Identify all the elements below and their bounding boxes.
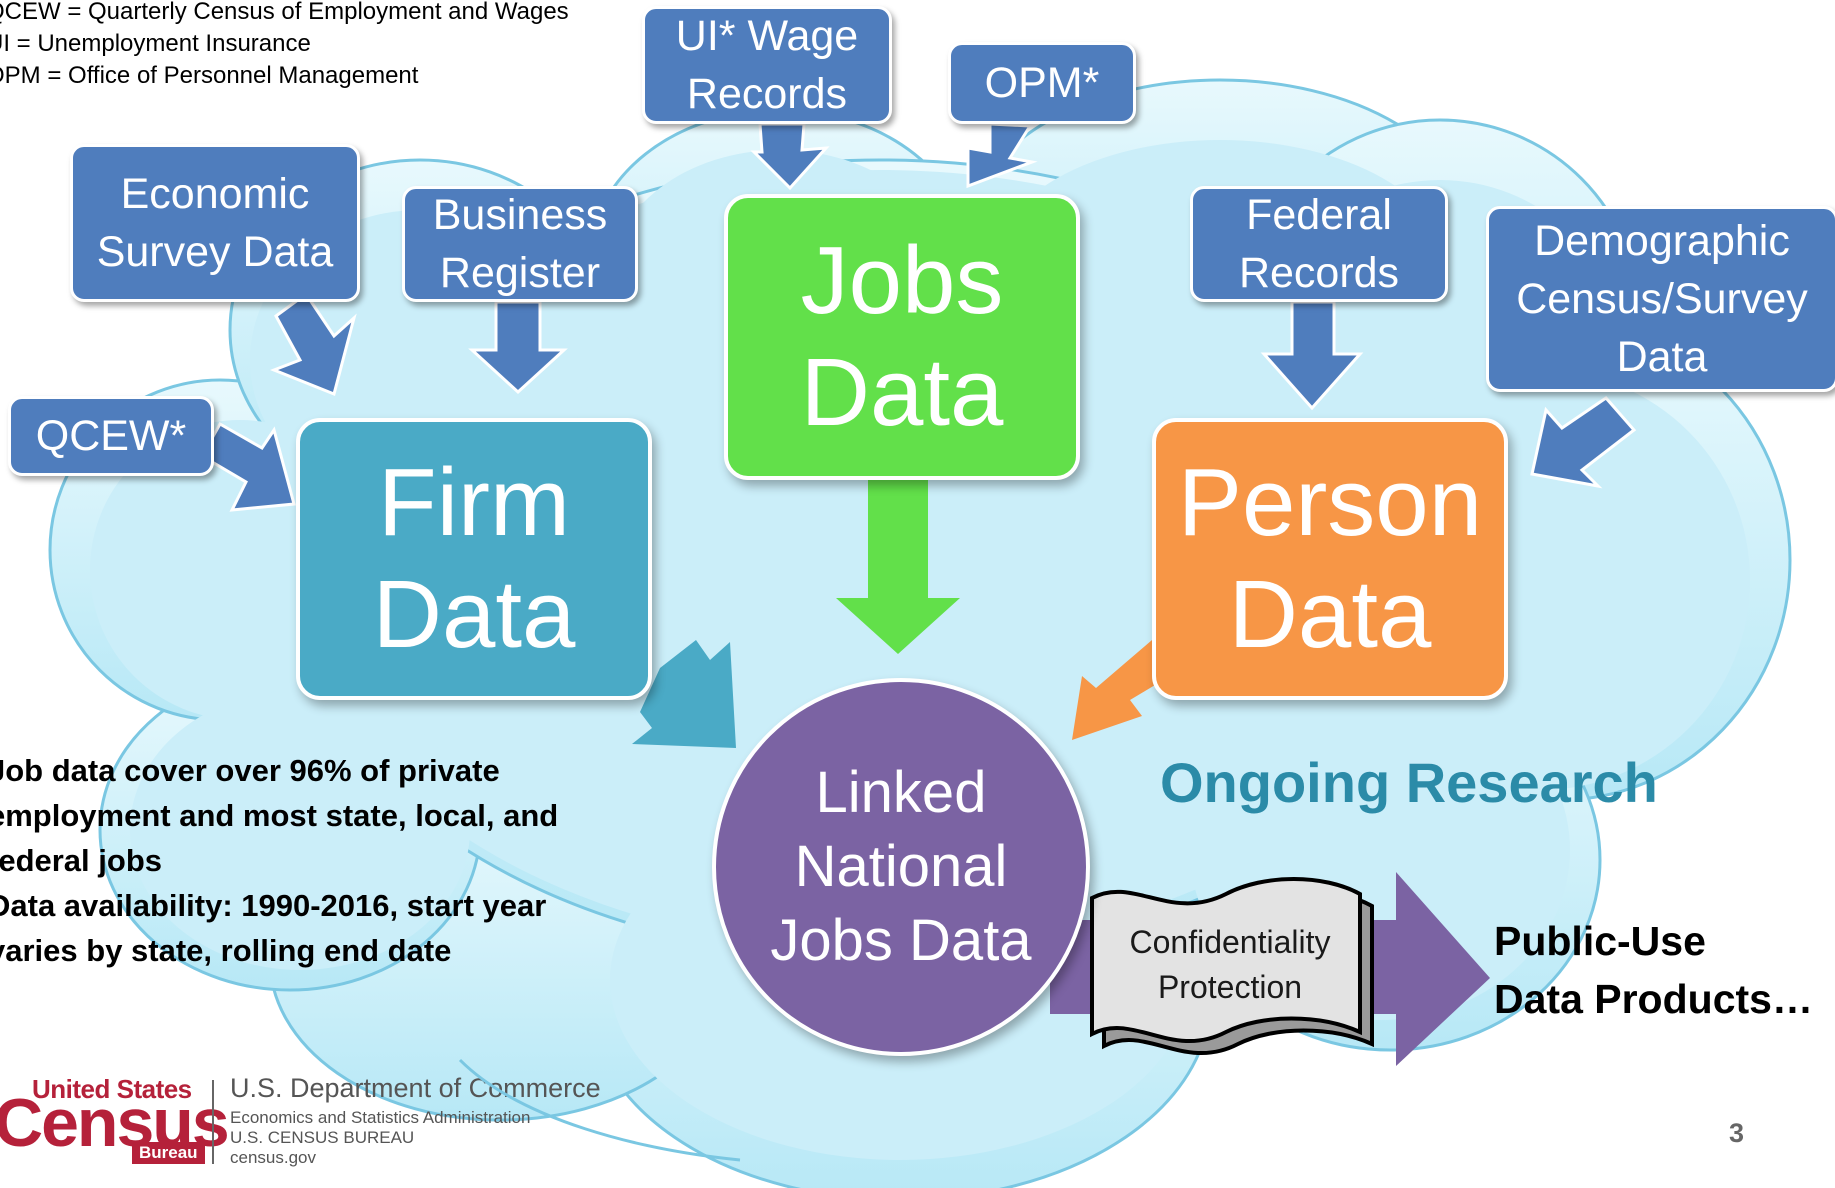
- logo-divider: [212, 1080, 214, 1164]
- arrow-economic-to-firm: [269, 291, 357, 397]
- note-line: federal jobs: [0, 843, 162, 878]
- arrow-opm-to-jobs: [966, 122, 1038, 189]
- department-name: U.S. Department of Commerce: [230, 1073, 601, 1103]
- source-federal-records: Federal Records: [1190, 186, 1448, 302]
- arrow-business-to-firm: [468, 300, 568, 395]
- coverage-notes: Job data cover over 96% of private emplo…: [0, 748, 558, 973]
- ongoing-research-label: Ongoing Research: [1160, 751, 1658, 814]
- census-logo-sub: Bureau: [132, 1142, 205, 1164]
- bureau-name: U.S. CENSUS BUREAU: [230, 1128, 415, 1147]
- arrow-firm-to-linked: [632, 640, 736, 748]
- note-line: Job data cover over 96% of private: [0, 753, 500, 788]
- source-ui-wage-records: UI* Wage Records: [642, 6, 892, 124]
- note-line: varies by state, rolling end date: [0, 933, 452, 968]
- arrow-person-to-linked: [1072, 640, 1170, 740]
- source-business-register: Business Register: [402, 186, 638, 302]
- source-demographic-census-survey-data: Demographic Census/Survey Data: [1486, 206, 1835, 392]
- arrow-jobs-to-linked: [836, 480, 960, 654]
- confidentiality-protection-label: Confidentiality Protection: [1129, 924, 1331, 1005]
- arrow-federal-to-person: [1260, 300, 1364, 411]
- source-economic-survey-data: Economic Survey Data: [70, 144, 360, 302]
- page-number: 3: [1729, 1118, 1745, 1148]
- note-line: Data availability: 1990-2016, start year: [0, 888, 547, 923]
- legend-ui: UI = Unemployment Insurance: [0, 30, 311, 57]
- legend-qcew: QCEW = Quarterly Census of Employment an…: [0, 0, 569, 25]
- administration-name: Economics and Statistics Administration: [230, 1108, 531, 1127]
- firm-data-box: Firm Data: [296, 418, 652, 700]
- arrow-demographic-to-person: [1530, 396, 1637, 489]
- census-logo-top: United States: [32, 1074, 192, 1104]
- source-qcew: QCEW*: [8, 396, 214, 476]
- arrow-qcew-to-firm: [199, 421, 296, 512]
- scroll-banner-icon: [1090, 877, 1374, 1055]
- person-data-box: Person Data: [1152, 418, 1508, 700]
- public-use-data-products: Public-Use Data Products…: [1494, 918, 1813, 1022]
- jobs-data-box: Jobs Data: [724, 194, 1080, 480]
- note-line: employment and most state, local, and: [0, 798, 559, 833]
- source-opm: OPM*: [948, 42, 1136, 124]
- linked-national-jobs-data: Linked National Jobs Data: [712, 678, 1090, 1056]
- census-site: census.gov: [230, 1148, 316, 1167]
- arrow-ui-wage-to-jobs: [750, 122, 830, 191]
- legend-opm: OPM = Office of Personnel Management: [0, 62, 419, 89]
